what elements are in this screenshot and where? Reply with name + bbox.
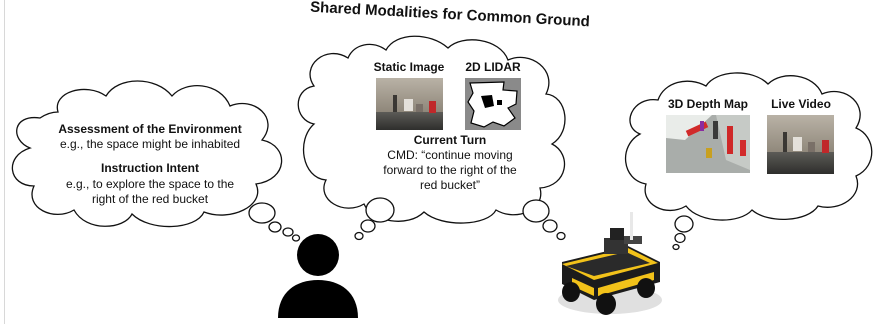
robot-thought-trail — [672, 215, 694, 251]
assessment-example: e.g., the space might be inhabited — [59, 137, 241, 151]
live-video-thumbnail — [767, 115, 834, 174]
live-video-label: Live Video — [771, 97, 831, 111]
lidar-label: 2D LIDAR — [465, 60, 521, 74]
depth-map-label: 3D Depth Map — [667, 97, 748, 111]
current-turn-label: Current Turn — [413, 133, 487, 147]
assessment-heading: Assessment of the Environment — [58, 122, 242, 136]
left-edge-line — [4, 0, 5, 324]
static-image-thumbnail — [376, 78, 443, 130]
intent-example-line2: right of the red bucket — [91, 192, 209, 206]
human-thought-trail — [248, 202, 301, 242]
depth-map-thumbnail — [666, 115, 750, 173]
cmd-line3: red bucket” — [419, 178, 481, 192]
cmd-line2: forward to the right of the — [383, 163, 517, 177]
red-bucket — [429, 101, 436, 113]
intent-heading: Instruction Intent — [101, 161, 199, 175]
cmd-line1: CMD: “continue moving — [387, 148, 513, 162]
static-image-label: Static Image — [373, 60, 445, 74]
shared-thought-trail-left — [354, 197, 395, 241]
person-icon — [278, 234, 358, 318]
lidar-map-thumbnail — [465, 78, 521, 130]
intent-example-line1: e.g., to explore the space to the — [65, 177, 235, 191]
robot-icon — [558, 212, 662, 315]
human-thought-cloud — [11, 80, 283, 228]
shared-thought-trail-right — [522, 199, 566, 241]
